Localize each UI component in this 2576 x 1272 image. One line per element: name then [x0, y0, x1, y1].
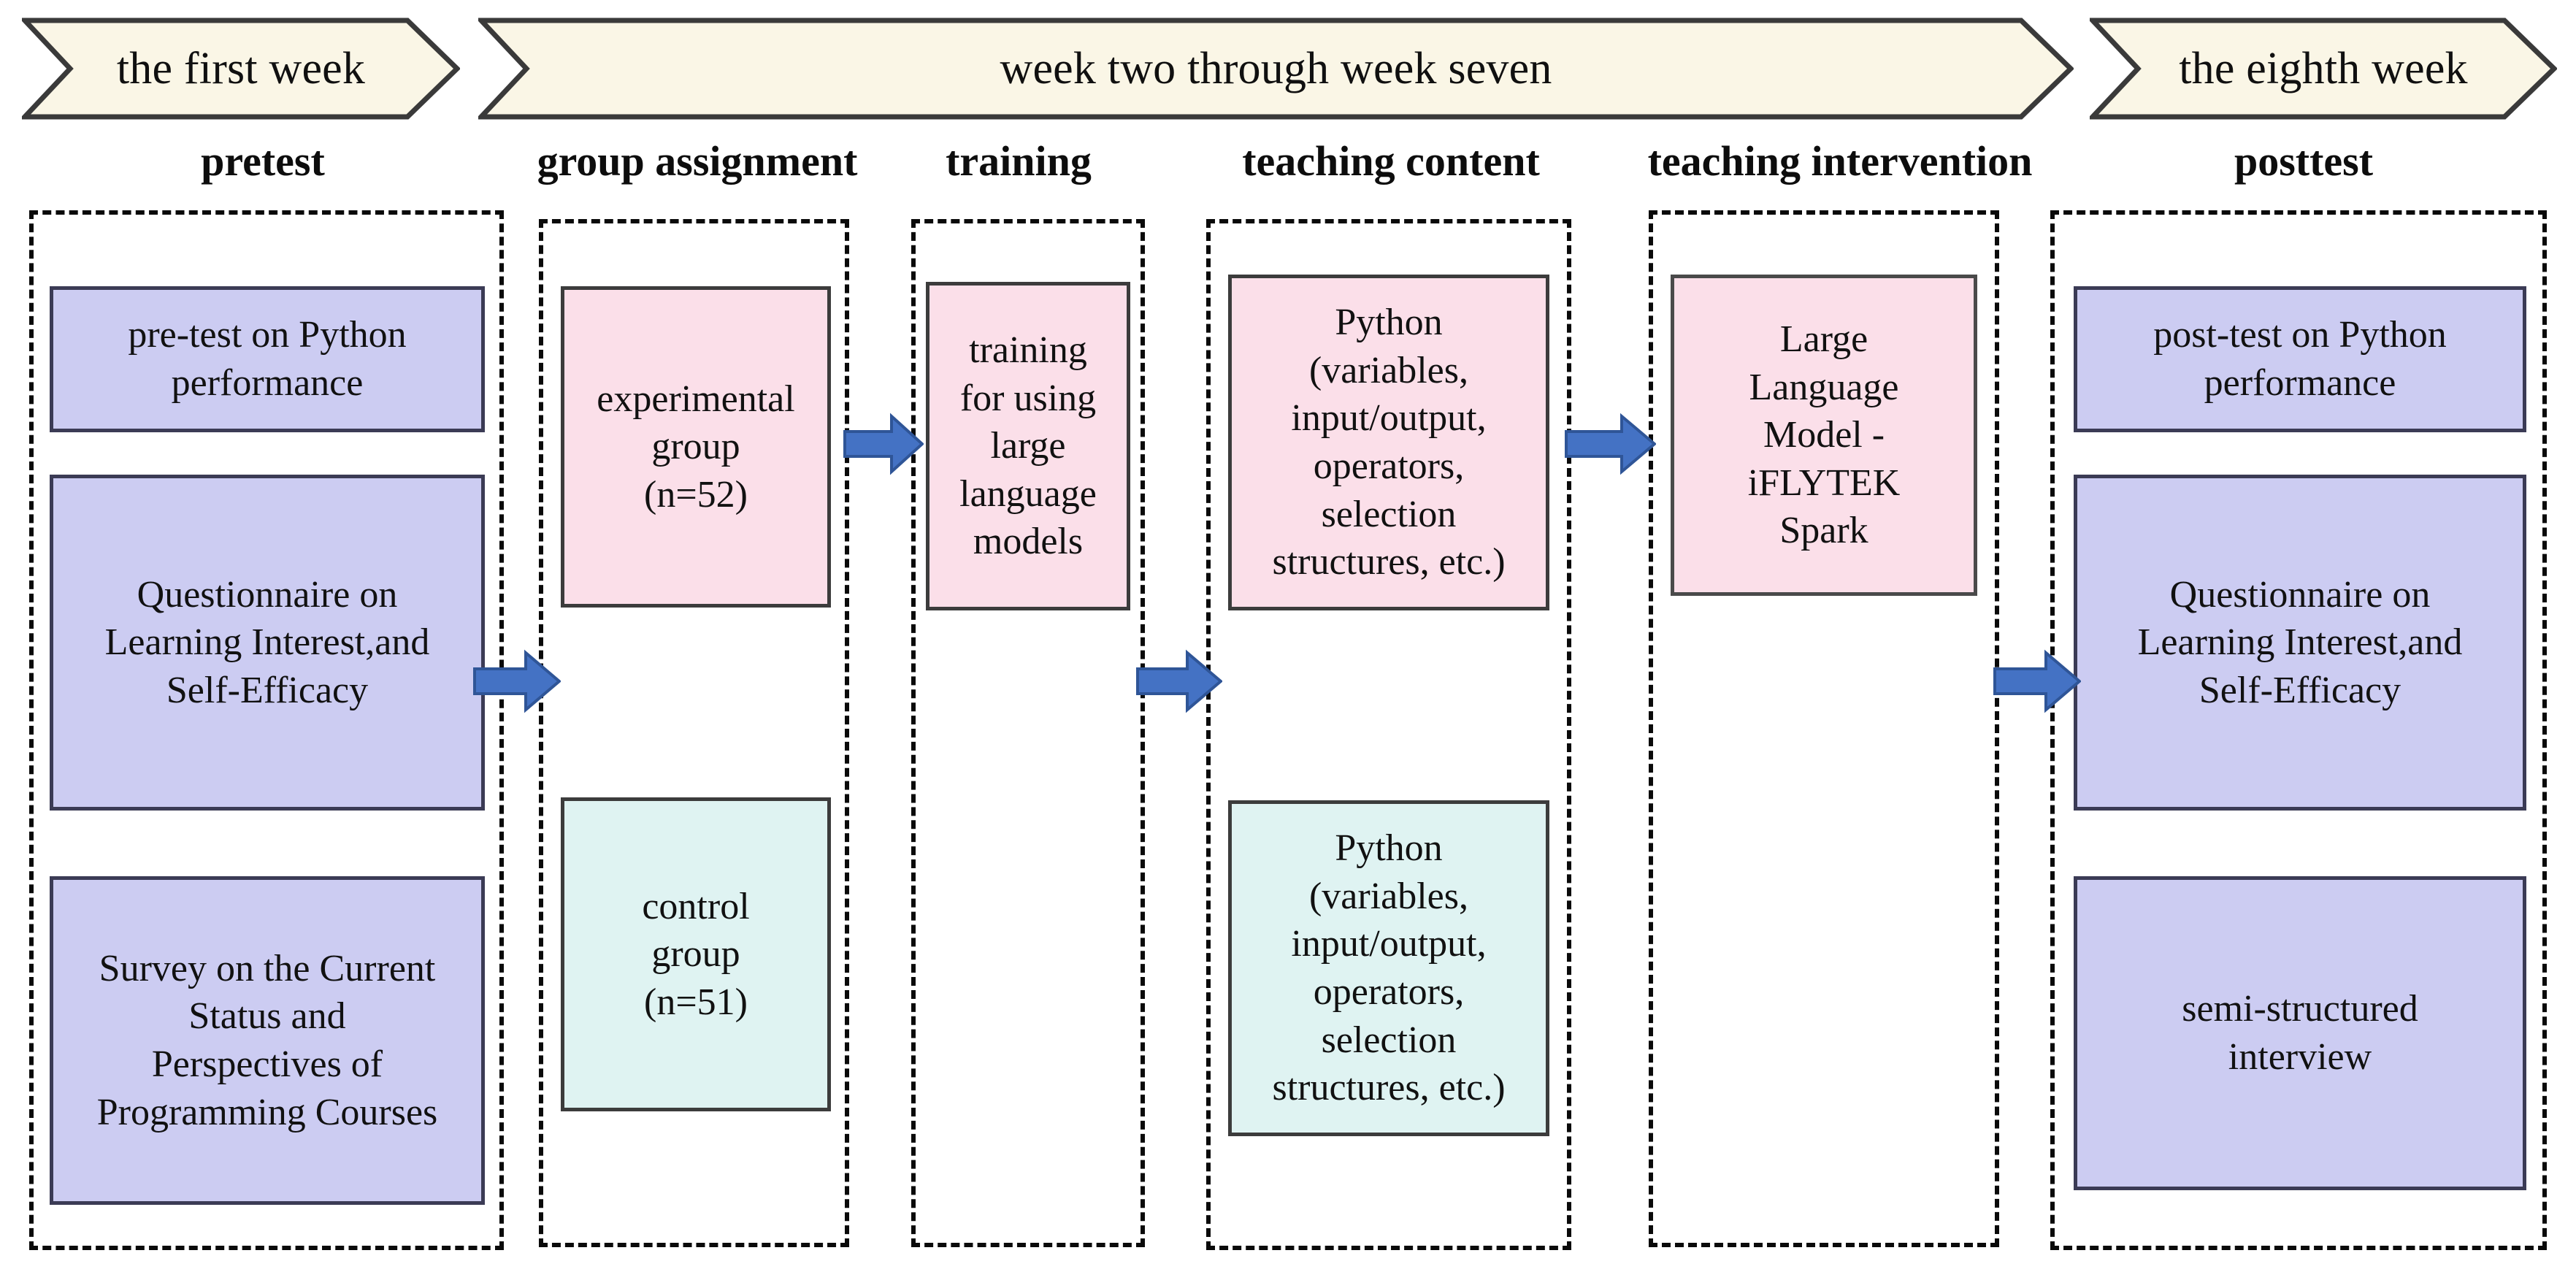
box-questionnaire-pre: Questionnaire on Learning Interest,and S… — [50, 475, 485, 811]
box-label: post-test on Python performance — [2153, 314, 2447, 404]
stage-header-pretest: pretest — [201, 137, 325, 185]
box-survey-programming-courses: Survey on the Current Status and Perspec… — [50, 876, 485, 1205]
box-python-content-control: Python (variables, input/output, operato… — [1228, 800, 1549, 1136]
box-llm-training: training for using large language models — [926, 282, 1130, 610]
arrow-pretest-to-group-assignment — [473, 648, 561, 714]
box-label: Large Language Model - iFLYTEK Spark — [1747, 318, 1901, 552]
timeline-banner-label: the first week — [116, 44, 366, 93]
stage-container-teaching-content — [1206, 219, 1571, 1250]
box-experimental-group: experimental group (n=52) — [561, 286, 831, 608]
stage-container-teaching-intervention — [1649, 210, 1999, 1247]
box-pre-test-python: pre-test on Python performance — [50, 286, 485, 432]
box-label: pre-test on Python performance — [128, 314, 407, 404]
box-label: Python (variables, input/output, operato… — [1272, 302, 1506, 583]
arrow-group-assignment-to-training — [843, 413, 924, 475]
box-label: control group (n=51) — [642, 885, 750, 1023]
timeline-banner-first-week: the first week — [22, 18, 460, 120]
chevron-shape — [22, 18, 460, 120]
box-label: Survey on the Current Status and Perspec… — [96, 947, 438, 1133]
box-semi-structured-interview: semi-structured interview — [2074, 876, 2526, 1190]
box-questionnaire-post: Questionnaire on Learning Interest,and S… — [2074, 475, 2526, 811]
arrow-intervention-to-posttest — [1993, 648, 2081, 714]
box-python-content-experimental: Python (variables, input/output, operato… — [1228, 275, 1549, 610]
stage-container-posttest — [2050, 210, 2547, 1250]
right-arrow-icon — [1565, 413, 1656, 475]
box-iflytek-spark: Large Language Model - iFLYTEK Spark — [1671, 275, 1977, 596]
chevron-shape — [478, 18, 2074, 120]
box-label: Questionnaire on Learning Interest,and S… — [104, 573, 430, 711]
arrow-training-to-teaching-content — [1136, 648, 1222, 714]
box-post-test-python: post-test on Python performance — [2074, 286, 2526, 432]
timeline-banner-label: the eighth week — [2179, 44, 2468, 93]
timeline-banner-weeks-two-seven: week two through week seven — [478, 18, 2074, 120]
right-arrow-icon — [843, 413, 924, 475]
stage-header-training: training — [946, 137, 1092, 185]
right-arrow-icon — [473, 649, 561, 713]
box-control-group: control group (n=51) — [561, 797, 831, 1111]
box-label: Python (variables, input/output, operato… — [1272, 827, 1506, 1109]
chevron-shape — [2090, 18, 2557, 120]
stage-container-pretest — [29, 210, 504, 1250]
box-label: training for using large language models — [959, 329, 1097, 563]
timeline-banner-label: week two through week seven — [1000, 44, 1552, 93]
stage-container-group-assignment — [539, 219, 849, 1247]
arrow-teaching-content-to-intervention — [1565, 413, 1656, 475]
box-label: semi-structured interview — [2182, 988, 2418, 1078]
stage-container-training — [911, 219, 1145, 1247]
right-arrow-icon — [1136, 649, 1222, 713]
stage-header-teaching-content: teaching content — [1242, 137, 1540, 185]
box-label: experimental group (n=52) — [597, 378, 795, 516]
timeline-banner-eighth-week: the eighth week — [2090, 18, 2557, 120]
stage-header-teaching-intervention: teaching intervention — [1647, 137, 2033, 185]
right-arrow-icon — [1993, 649, 2081, 713]
stage-header-group-assignment: group assignment — [537, 137, 858, 185]
box-label: Questionnaire on Learning Interest,and S… — [2137, 573, 2463, 711]
stage-header-posttest: posttest — [2234, 137, 2374, 185]
